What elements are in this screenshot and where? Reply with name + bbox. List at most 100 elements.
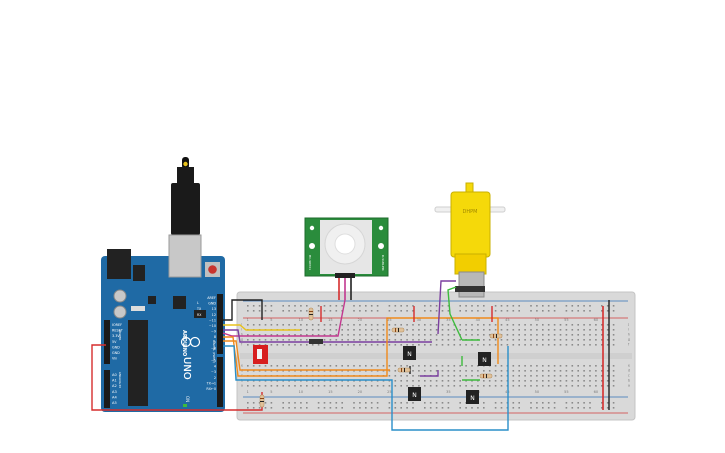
column-number: 25 — [387, 390, 391, 394]
column-number: 25 — [387, 318, 391, 322]
pir-mount-hole — [309, 225, 315, 231]
power-pin-label: Vin — [112, 357, 117, 361]
wire-yellow — [223, 324, 300, 331]
digital-pin-label: ~11 — [209, 318, 216, 322]
analog-pin-label: A2 — [112, 384, 117, 388]
column-number: 15 — [328, 318, 332, 322]
led-label: TX — [196, 307, 202, 311]
digital-pin-label: ~3 — [211, 370, 216, 374]
row-letter: j — [627, 323, 629, 327]
pir-mount-hole — [309, 243, 315, 249]
column-number: 35 — [446, 318, 450, 322]
column-number: 1 — [247, 390, 249, 394]
digital-pin-label: 2 — [214, 376, 216, 380]
digital-header-label: DIGITAL (PWM~) — [212, 340, 216, 363]
breadboard[interactable]: 1155101015152020252530303535404045455050… — [236, 291, 636, 421]
digital-pin-label: RX←0 — [206, 387, 216, 391]
led-label: L — [197, 301, 199, 305]
row-letter: e — [241, 364, 243, 368]
digital-header-lower — [217, 357, 223, 407]
pir-left-label: HC-SR501 — [308, 255, 312, 270]
column-number: 10 — [299, 390, 303, 394]
power-jack — [107, 249, 131, 279]
column-number: 20 — [358, 390, 362, 394]
digital-pin-label: ~10 — [209, 324, 216, 328]
analog-pin-label: A0 — [112, 373, 117, 377]
wires — [91, 280, 509, 431]
column-number: 55 — [564, 390, 568, 394]
row-letter: g — [628, 338, 630, 342]
resistor — [308, 307, 314, 321]
reset-button-cap[interactable] — [208, 265, 217, 274]
transistors[interactable]: N N N N — [403, 346, 491, 404]
row-letter: h — [628, 333, 630, 337]
arduino-logo-icon — [180, 336, 201, 348]
transistor-3: N — [408, 387, 421, 401]
pir-mount-hole — [378, 243, 384, 249]
row-letter: f — [241, 343, 243, 347]
motor-gearbox — [450, 191, 491, 258]
wire-purple-motor — [437, 280, 456, 335]
digital-header-upper — [217, 294, 223, 354]
power-header — [104, 320, 110, 364]
wire-blue — [223, 345, 509, 431]
capacitor-2 — [113, 305, 127, 319]
arduino-model: UNO — [181, 357, 192, 380]
wire-orange — [223, 317, 499, 377]
led-labels: L TX RX — [196, 301, 202, 317]
atmega-chip — [128, 320, 148, 406]
row-letter: a — [241, 384, 243, 388]
resistor — [489, 333, 503, 339]
row-letter: c — [628, 374, 630, 378]
led-label: RX — [197, 313, 202, 317]
digital-pin-label: 13 — [212, 307, 216, 311]
on-led — [183, 404, 187, 407]
digital-pin-label: AREF — [207, 296, 216, 300]
pir-pin-header — [335, 273, 355, 278]
power-pin-label: RESET — [112, 329, 124, 333]
analog-pin-label: A5 — [112, 401, 117, 405]
column-number: 10 — [299, 318, 303, 322]
on-label: ON — [185, 396, 190, 402]
wire-magenta-pir — [222, 299, 346, 337]
digital-pin-label: ~5 — [211, 359, 216, 363]
row-letter: d — [628, 369, 630, 373]
resistor — [259, 394, 265, 408]
column-number: 20 — [358, 318, 362, 322]
wire-purple-short — [420, 370, 439, 377]
row-letter: e — [628, 364, 630, 368]
crystal — [131, 306, 145, 311]
power-pin-label: GND — [112, 351, 120, 355]
column-number: 50 — [535, 318, 539, 322]
analog-pin-label: A4 — [112, 395, 117, 399]
center-channel — [240, 353, 632, 359]
breadboard-holes — [247, 305, 615, 409]
column-number: 5 — [270, 318, 272, 322]
usb-port — [168, 234, 202, 278]
row-letter: h — [241, 333, 243, 337]
wire-purple-1 — [223, 329, 432, 343]
column-number: 60 — [594, 390, 598, 394]
column-number: 15 — [328, 390, 332, 394]
slide-switch[interactable] — [253, 345, 268, 364]
wire-green-motor — [447, 286, 463, 341]
transistor-label: N — [407, 351, 412, 358]
row-letter: g — [241, 338, 243, 342]
dc-motor[interactable]: DHPM — [434, 182, 506, 298]
row-letter: i — [628, 328, 629, 332]
transistor-label: N — [470, 395, 475, 402]
diode[interactable] — [309, 339, 323, 344]
capacitor-1 — [113, 289, 127, 303]
pir-sensor[interactable]: HC-SR501 D-SUN-PIR — [304, 217, 389, 300]
digital-pin-label: ~9 — [211, 330, 216, 334]
usb-cable-strain — [177, 167, 194, 183]
analog-pin-label: A3 — [112, 390, 117, 394]
row-letter: i — [241, 328, 242, 332]
resistors[interactable] — [259, 307, 503, 408]
digital-pin-label: 4 — [214, 365, 216, 369]
